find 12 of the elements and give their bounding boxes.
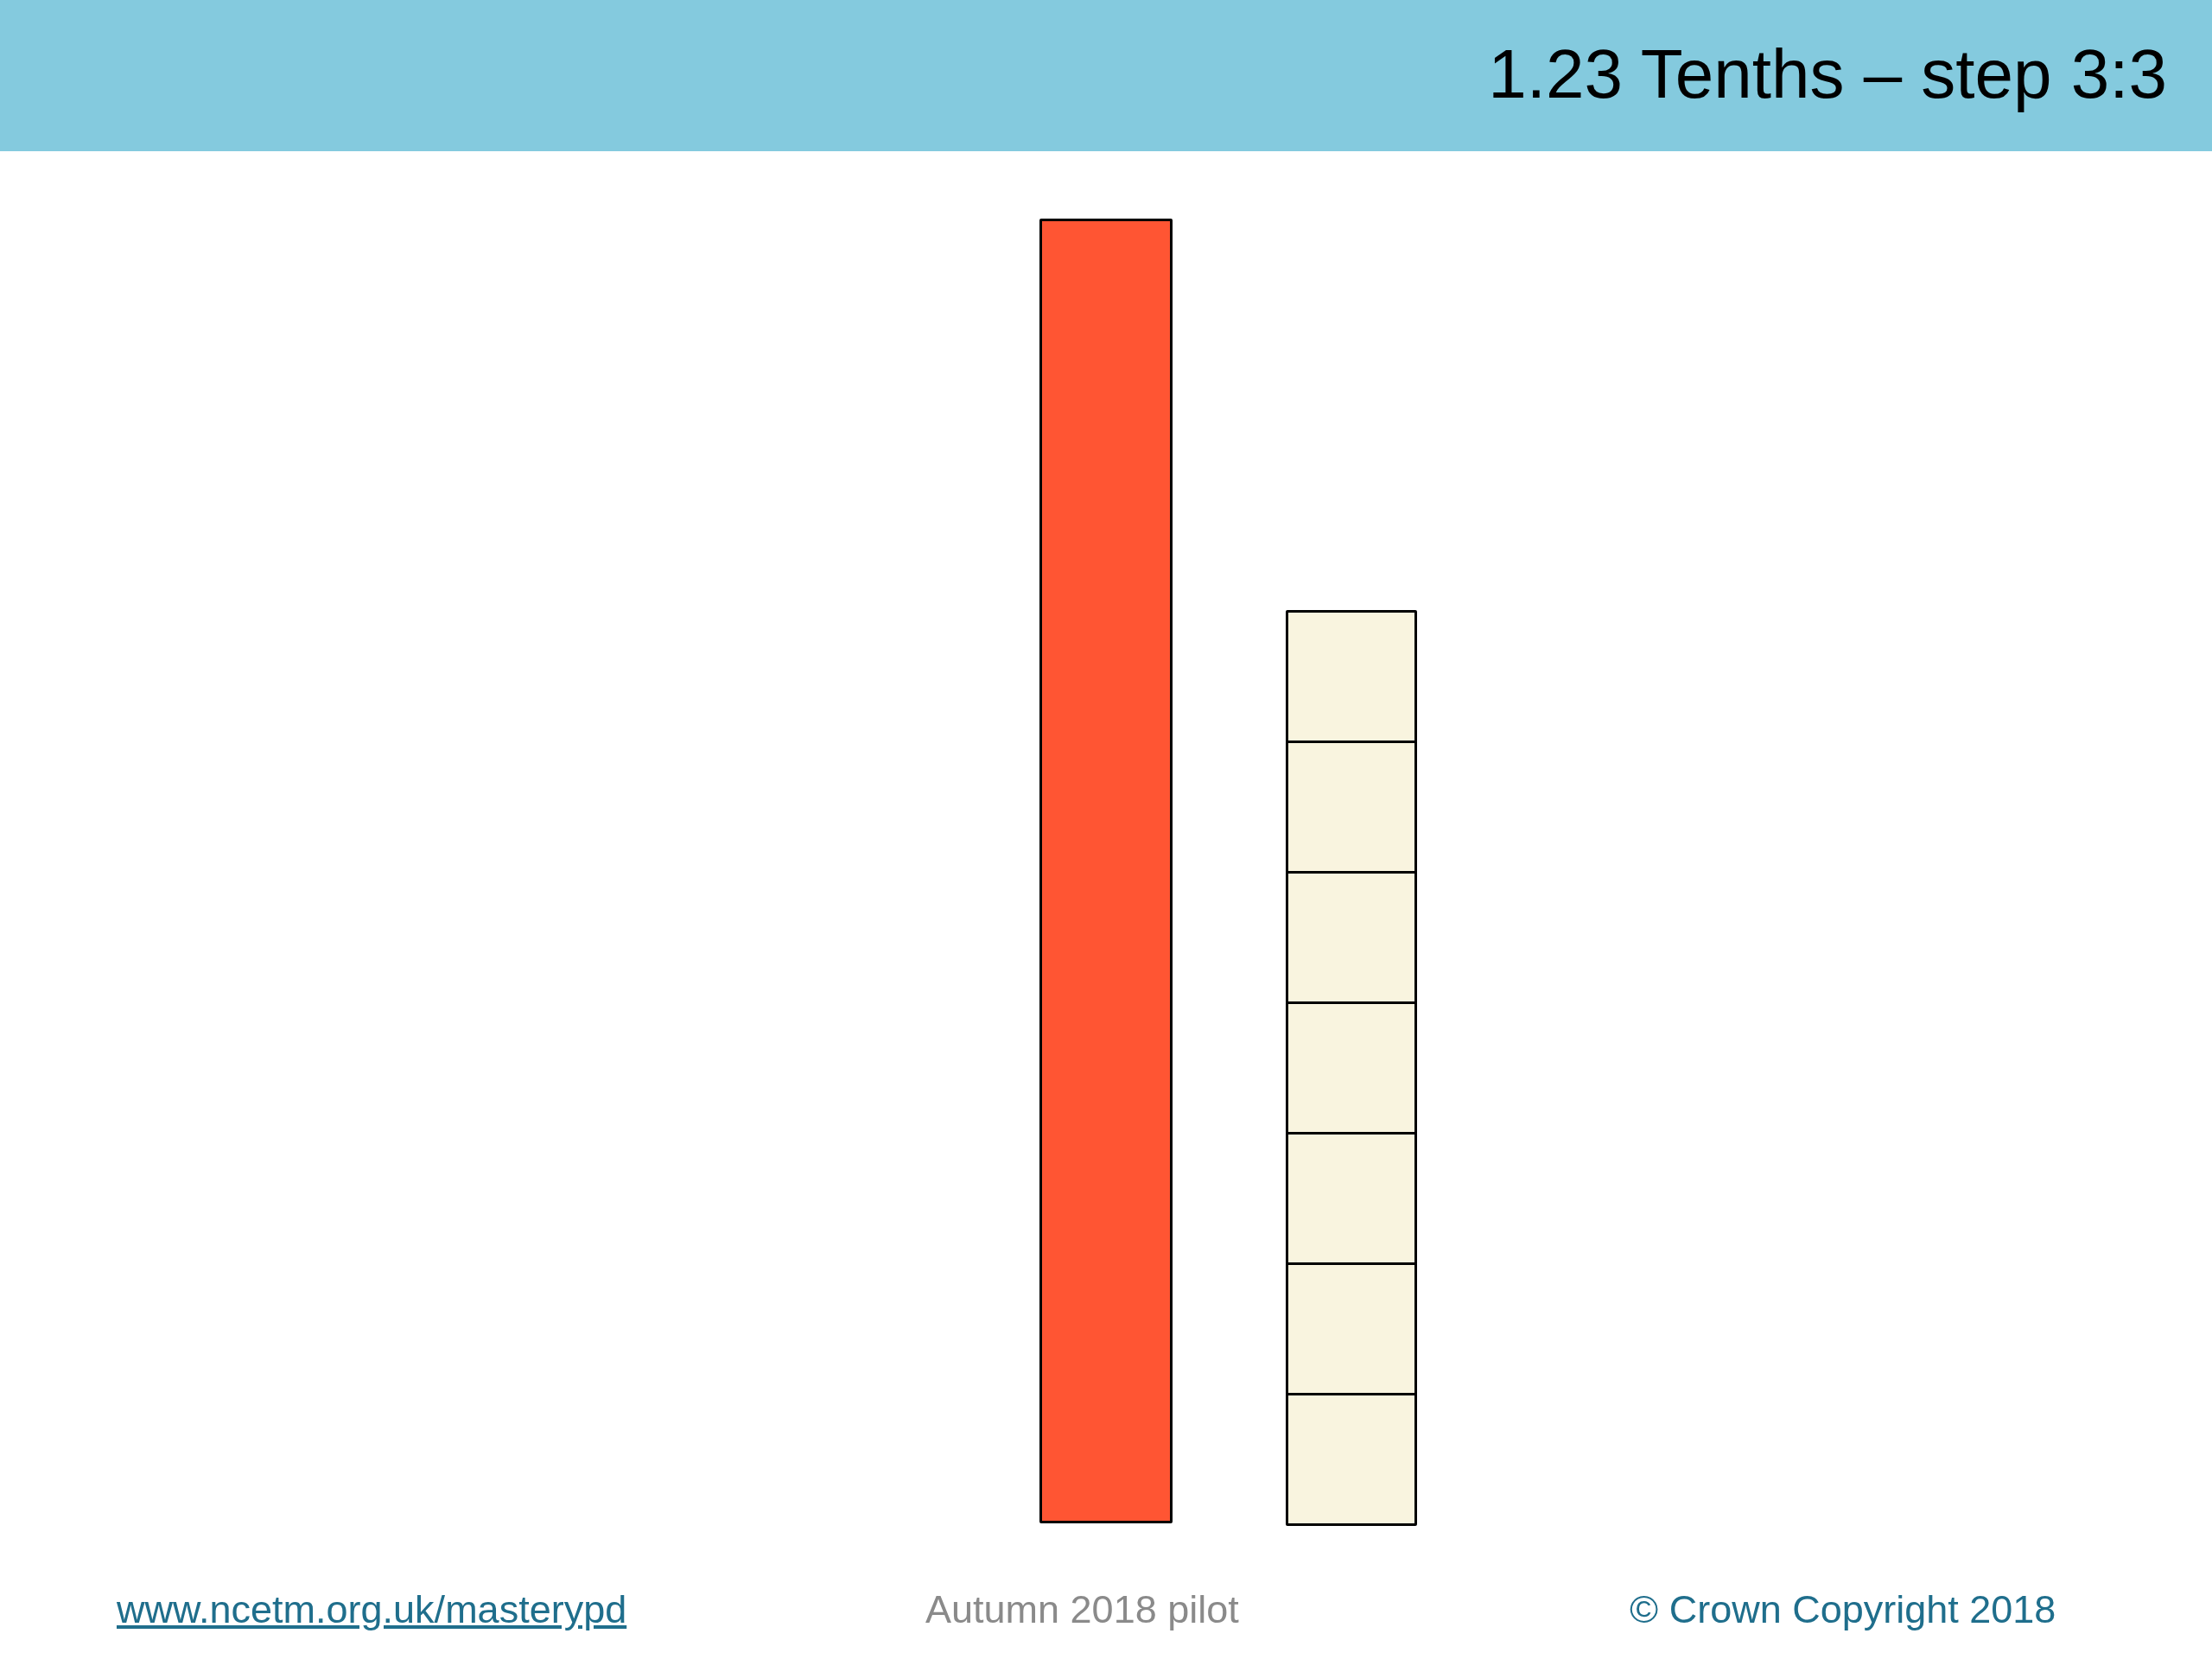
square-tile: [1286, 1001, 1417, 1135]
copyright-notice: © Crown Copyright 2018: [1630, 1586, 2056, 1633]
square-tile: [1286, 1132, 1417, 1265]
slide-title: 1.23 Tenths – step 3:3: [1488, 35, 2167, 114]
website-link: www.ncetm.org.uk/masterypd: [117, 1586, 627, 1633]
square-tile: [1286, 1262, 1417, 1395]
square-tile: [1286, 871, 1417, 1004]
square-tile: [1286, 1393, 1417, 1526]
square-tile: [1286, 741, 1417, 874]
pilot-note: Autumn 2018 pilot: [925, 1586, 1239, 1633]
long-rod: [1039, 219, 1173, 1523]
square-tile: [1286, 610, 1417, 743]
